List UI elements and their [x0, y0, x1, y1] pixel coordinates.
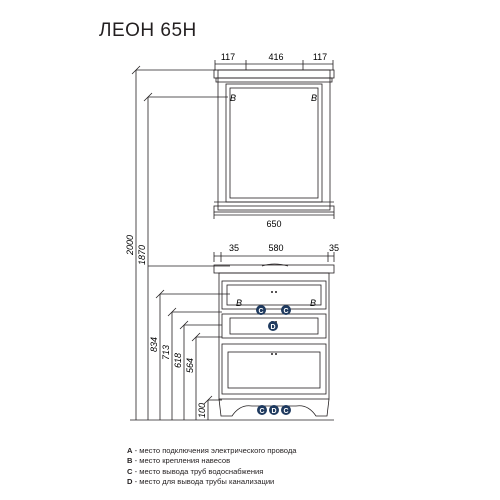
legend: A - место подключения электрического про…	[127, 446, 296, 488]
mirror-marker-right: B	[311, 93, 317, 103]
legend-item-d: D - место для вывода трубы канализации	[127, 477, 275, 487]
legend-item-c: C - место вывода труб водоснабжения	[127, 466, 264, 476]
mirror-marker-left: B	[230, 93, 236, 103]
marker-d-base: D	[269, 405, 279, 415]
svg-text:D: D	[271, 408, 276, 415]
mirror-base	[213, 205, 335, 213]
height-label-834: 834	[149, 337, 159, 352]
svg-text:C: C	[259, 408, 264, 415]
mirror-drawing	[148, 60, 335, 219]
legend-item-b: B - место крепления навесов	[127, 456, 231, 466]
upper-drawer	[221, 280, 327, 310]
vanity-dim-left: 35	[229, 243, 239, 253]
mirror-width-label: 650	[266, 219, 281, 229]
page-title: ЛЕОН 65Н	[99, 20, 197, 41]
height-dimension-lines	[130, 65, 334, 421]
marker-c-upper-right: C	[281, 305, 291, 315]
mirror-glass	[225, 83, 323, 203]
middle-drawer	[221, 313, 327, 339]
height-label-564: 564	[185, 358, 195, 373]
bottom-drawer-handle-right	[275, 353, 277, 355]
vanity-dim-right: 35	[329, 243, 339, 253]
bottom-drawer	[221, 343, 327, 395]
vanity-drawing	[148, 252, 335, 417]
mirror-dim-center: 416	[268, 52, 283, 62]
upper-drawer-handle-right	[275, 291, 277, 293]
bottom-drawer-handle-left	[271, 353, 273, 355]
height-label-100: 100	[197, 403, 207, 418]
svg-text:C: C	[283, 308, 288, 315]
svg-text:C: C	[258, 308, 263, 315]
height-label-1870: 1870	[137, 245, 147, 265]
marker-d-middle: D	[268, 321, 278, 331]
countertop	[213, 264, 335, 274]
height-label-2000: 2000	[125, 235, 135, 256]
technical-drawing: 117 416 117 650 B B	[125, 52, 339, 421]
marker-b-left: B	[236, 298, 242, 308]
marker-c-upper-left: C	[256, 305, 266, 315]
mirror-dim-right: 117	[313, 52, 327, 62]
svg-text:D: D	[270, 324, 275, 331]
vanity-dim-center: 580	[268, 243, 283, 253]
mirror-frame	[217, 69, 331, 211]
svg-text:C: C	[283, 408, 288, 415]
vanity-body	[218, 272, 330, 400]
mirror-cornice	[213, 69, 335, 79]
upper-drawer-handle-left	[271, 291, 273, 293]
marker-c-base-left: C	[257, 405, 267, 415]
height-label-713: 713	[161, 345, 171, 360]
mirror-dim-left: 117	[221, 52, 235, 62]
marker-c-base-right: C	[281, 405, 291, 415]
height-label-618: 618	[173, 353, 183, 368]
legend-item-a: A - место подключения электрического про…	[127, 446, 297, 455]
marker-b-right: B	[310, 298, 316, 308]
